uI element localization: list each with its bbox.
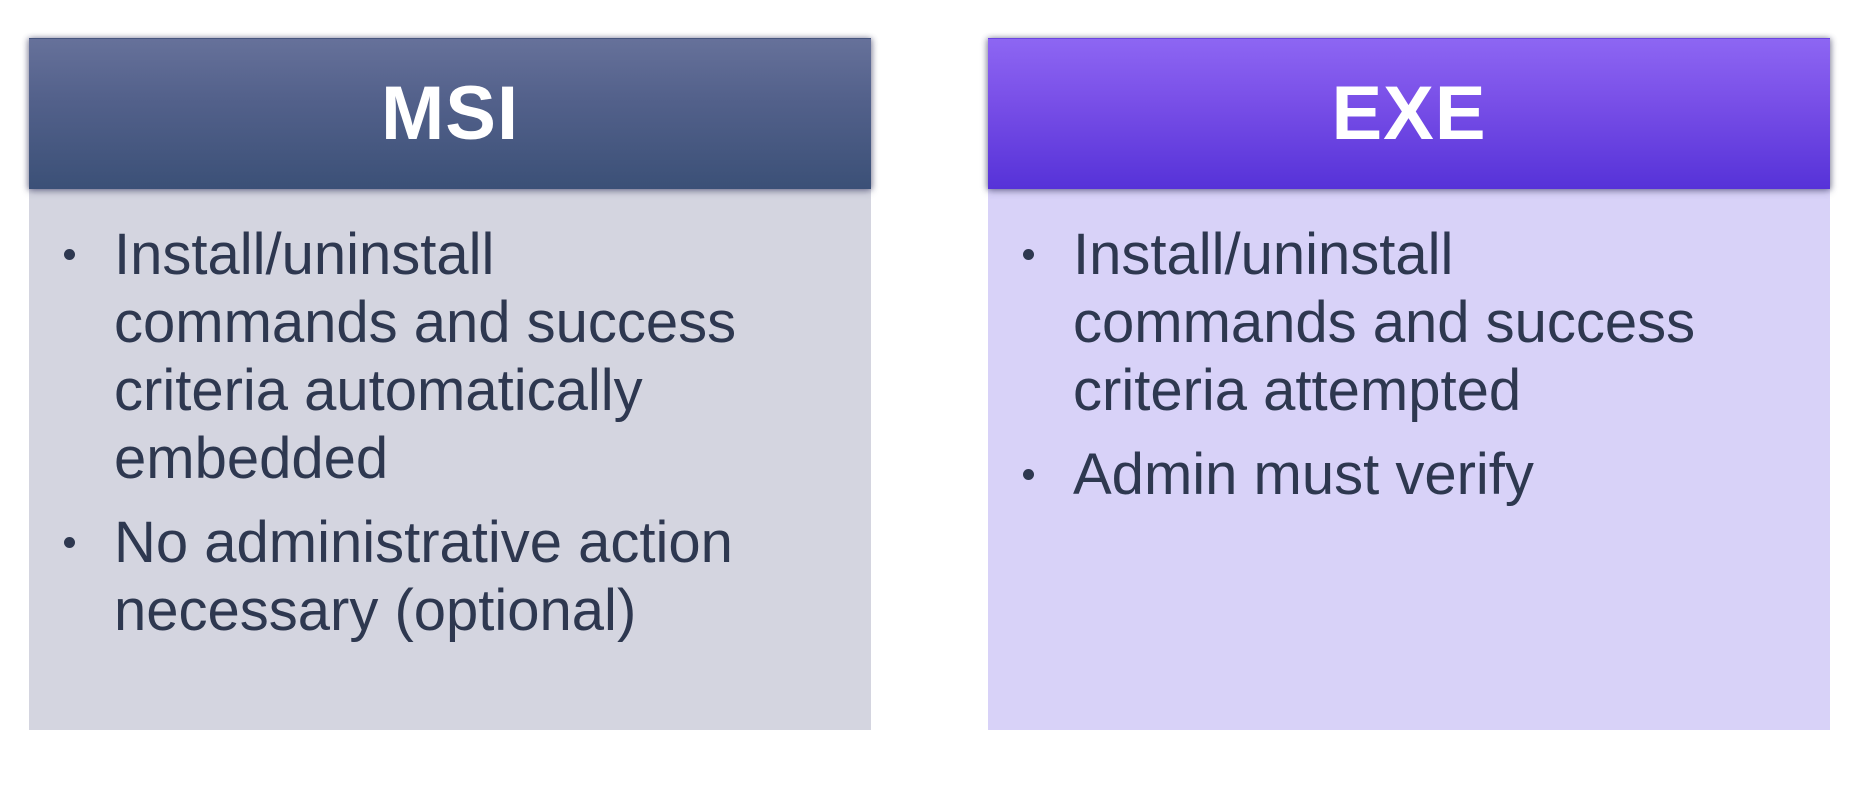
msi-card: MSI Install/uninstall commands and succe… (29, 38, 871, 730)
bullet-icon (64, 249, 75, 260)
list-item: Install/uninstall commands and success c… (64, 221, 759, 493)
bullet-text: Install/uninstall commands and success c… (1073, 222, 1696, 423)
msi-card-title: MSI (380, 71, 520, 156)
bullet-icon (64, 537, 75, 548)
exe-card: EXE Install/uninstall commands and succe… (988, 38, 1830, 730)
exe-card-header: EXE (988, 38, 1830, 189)
bullet-icon (1023, 249, 1034, 260)
bullet-text: Install/uninstall commands and success c… (114, 222, 737, 491)
exe-card-body: Install/uninstall commands and success c… (988, 189, 1830, 730)
list-item: Admin must verify (1023, 441, 1718, 509)
bullet-text: No administrative action necessary (opti… (114, 510, 733, 643)
list-item: Install/uninstall commands and success c… (1023, 221, 1718, 425)
exe-bullet-list: Install/uninstall commands and success c… (1023, 221, 1790, 509)
bullet-icon (1023, 469, 1034, 480)
bullet-text: Admin must verify (1073, 442, 1534, 507)
exe-card-title: EXE (1331, 71, 1487, 156)
msi-card-header: MSI (29, 38, 871, 189)
msi-bullet-list: Install/uninstall commands and success c… (64, 221, 831, 645)
msi-card-body: Install/uninstall commands and success c… (29, 189, 871, 730)
list-item: No administrative action necessary (opti… (64, 509, 759, 645)
